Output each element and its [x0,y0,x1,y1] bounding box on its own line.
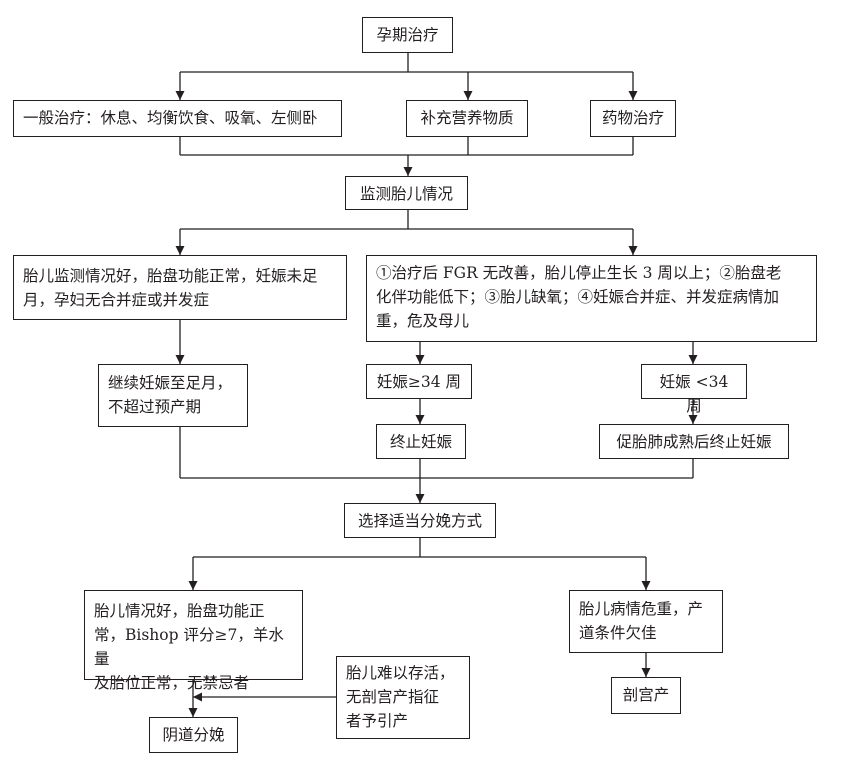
node-drug-treatment: 药物治疗 [590,100,676,137]
node-vaginal-delivery: 阴道分娩 [149,717,238,753]
node-hard-to-survive: 胎儿难以存活， 无剖宫产指征 者予引产 [336,656,470,739]
node-pregnancy-treatment: 孕期治疗 [362,17,453,53]
node-nutrition-supplement: 补充营养物质 [406,100,528,137]
node-choose-delivery: 选择适当分娩方式 [344,503,496,538]
node-cesarean: 剖宫产 [611,677,681,714]
node-promote-lung: 促胎肺成熟后终止妊娠 [599,424,789,459]
node-fetus-bad: ①治疗后 FGR 无改善，胎儿停止生长 3 周以上；②胎盘老 化伴功能低下；③胎… [366,255,817,342]
node-general-treatment: 一般治疗：休息、均衡饮食、吸氧、左侧卧 [13,100,342,137]
node-good-condition: 胎儿情况好，胎盘功能正 常，Bishop 评分≥7，羊水量 及胎位正常，无禁忌者 [84,590,303,692]
node-ga-ge-34: 妊娠≥34 周 [366,364,472,399]
node-terminate: 终止妊娠 [376,424,466,459]
node-fetal-monitoring: 监测胎儿情况 [345,176,468,210]
node-fetus-ok: 胎儿监测情况好，胎盘功能正常，妊娠未足 月，孕妇无合并症或并发症 [13,255,347,320]
node-ga-lt-34: 妊娠 <34 周 [641,364,747,415]
node-critical: 胎儿病情危重，产 道条件欠佳 [569,590,723,653]
node-continue-pregnancy: 继续妊娠至足月， 不超过预产期 [98,364,248,427]
